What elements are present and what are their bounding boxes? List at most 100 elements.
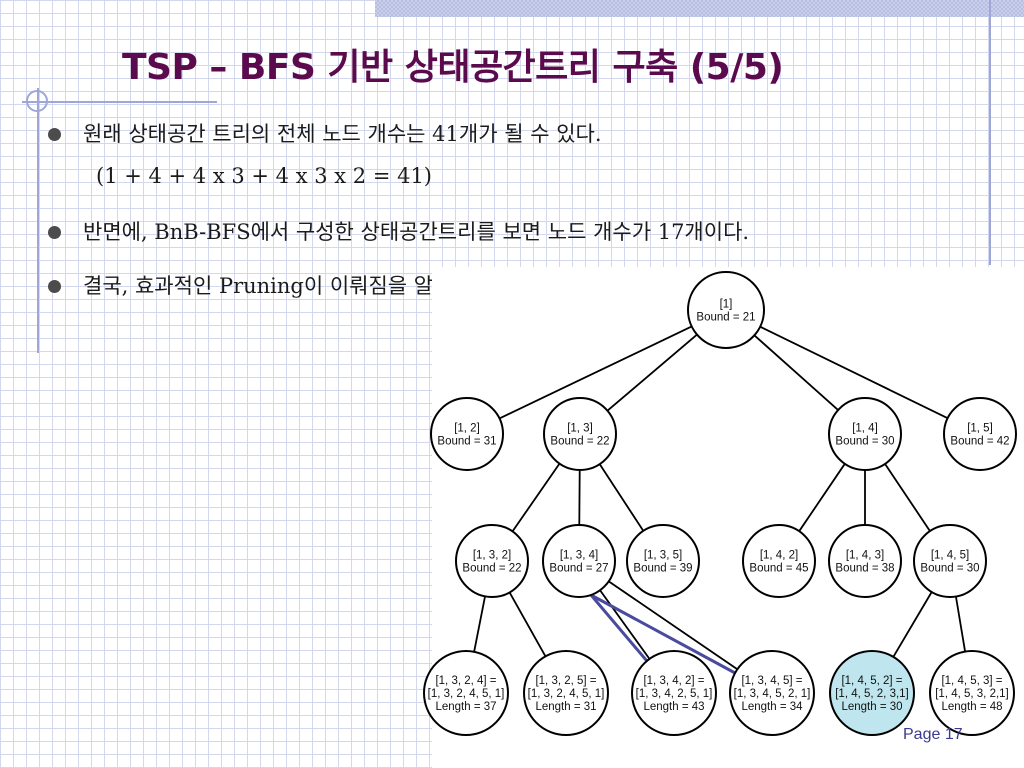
slide-title: TSP – BFS 기반 상태공간트리 구축 (5/5) [122,47,784,88]
tree-edge [955,596,966,652]
node-circle [430,397,504,471]
tree-node: [1, 3, 2, 4] =[1, 3, 2, 4, 5, 1]Length =… [423,650,509,736]
node-label: [1, 4] [852,423,878,435]
node-label: [1, 3, 4] [560,550,598,562]
node-label: [1, 4, 5, 2, 3,1] [835,688,909,700]
node-label: [1, 4, 3] [846,550,884,562]
tree-node: [1, 4]Bound = 30 [828,397,902,471]
node-label: [1, 3, 5] [644,550,682,562]
node-label: [1, 3, 2] [473,550,511,562]
node-label: [1, 4, 5, 3, 2,1] [935,688,1009,700]
tree-edge [511,463,561,532]
node-circle [943,397,1017,471]
node-label: [1, 3] [567,423,593,435]
node-label: [1, 4, 5, 2] = [841,675,902,687]
tree-node: [1, 3, 2, 5] =[1, 3, 2, 4, 5, 1]Length =… [523,650,609,736]
tree-edge [606,333,698,412]
node-label: [1, 2] [454,423,480,435]
node-label: [1, 4, 5, 3] = [941,675,1002,687]
tree-node: [1, 4, 5, 2] =[1, 4, 5, 2, 3,1]Length = … [829,650,915,736]
tree-edge [759,325,949,420]
pruned-edge [590,593,736,675]
node-label: Bound = 27 [549,563,608,575]
node-circle [829,650,915,736]
node-circle [543,397,617,471]
tree-edge [499,325,693,420]
tree-node: [1, 4, 5, 3] =[1, 4, 5, 3, 2,1]Length = … [929,650,1015,736]
tree-edge [599,589,651,660]
left-decorative-line [37,88,39,353]
tree-edge [473,596,486,652]
node-label: Bound = 30 [835,436,894,448]
node-label: [1, 3, 2, 4, 5, 1] [528,688,605,700]
node-label: Bound = 38 [835,563,894,575]
tree-node: [1, 3, 2]Bound = 22 [455,524,529,598]
node-circle [626,524,700,598]
node-circle [455,524,529,598]
bullet-dot [48,226,61,239]
node-label: [1, 3, 2, 4] = [435,675,496,687]
bullet-dot [48,128,61,141]
node-circle [828,524,902,598]
bullet-text-2: 반면에, BnB-BFS에서 구성한 상태공간트리를 보면 노드 개수가 17개… [83,220,750,244]
title-underline [22,101,217,103]
node-label: Bound = 22 [462,563,521,575]
node-label: Length = 37 [435,701,496,713]
node-label: [1, 4, 2] [760,550,798,562]
tree-node: [1, 4, 2]Bound = 45 [742,524,816,598]
pruned-edge [589,594,649,662]
tree-node: [1, 2]Bound = 31 [430,397,504,471]
tree-node: [1, 4, 5]Bound = 30 [913,524,987,598]
tree-edge [892,591,933,658]
tree-edge [598,463,645,532]
tree-node: [1, 3, 4, 5] =[1, 3, 4, 5, 2, 1]Length =… [729,650,815,736]
node-label: [1, 3, 4, 5] = [741,675,802,687]
node-label: Length = 34 [741,701,803,713]
tree-node: [1, 5]Bound = 42 [943,397,1017,471]
node-label: Bound = 30 [920,563,979,575]
node-label: Length = 43 [643,701,704,713]
tree-edge [608,580,738,671]
decorative-circle [26,90,48,112]
tree-node: [1, 3, 4]Bound = 27 [542,524,616,598]
node-circle [913,524,987,598]
tree-edge [884,463,931,532]
node-label: Bound = 22 [550,436,609,448]
node-label: [1, 3, 2, 5] = [535,675,596,687]
node-label: Bound = 42 [950,436,1009,448]
node-circle [828,397,902,471]
node-label: [1, 4, 5] [931,550,969,562]
bullet-text-1: 원래 상태공간 트리의 전체 노드 개수는 41개가 될 수 있다. [83,122,602,146]
tree-node: [1]Bound = 21 [687,271,765,349]
node-label: Bound = 45 [749,563,808,575]
node-label: Bound = 21 [696,312,755,324]
node-circle [729,650,815,736]
node-label: Length = 31 [535,701,596,713]
node-label: [1] [720,299,733,311]
node-circle [631,650,717,736]
node-label: Bound = 39 [633,563,692,575]
node-label: [1, 3, 2, 4, 5, 1] [428,688,505,700]
node-label: Length = 48 [941,701,1002,713]
node-label: [1, 3, 4, 2, 5, 1] [636,688,713,700]
node-circle [523,650,609,736]
right-decorative-line [989,0,991,265]
node-label: [1, 3, 4, 2] = [643,675,704,687]
tree-edge [798,463,846,532]
tree-node: [1, 3, 4, 2] =[1, 3, 4, 2, 5, 1]Length =… [631,650,717,736]
node-label: [1, 3, 4, 5, 2, 1] [734,688,811,700]
tree-edge [753,334,839,411]
node-label: Bound = 31 [437,436,496,448]
node-circle [687,271,765,349]
tree-edge [508,591,547,657]
node-circle [742,524,816,598]
tree-node: [1, 4, 3]Bound = 38 [828,524,902,598]
node-label: [1, 5] [967,423,993,435]
bullet-dot [48,280,61,293]
node-label: Length = 30 [841,701,902,713]
top-decorative-band [375,0,1024,17]
node-circle [929,650,1015,736]
node-circle [542,524,616,598]
bullet-subtext-1: (1 + 4 + 4 x 3 + 4 x 3 x 2 = 41) [96,164,432,188]
